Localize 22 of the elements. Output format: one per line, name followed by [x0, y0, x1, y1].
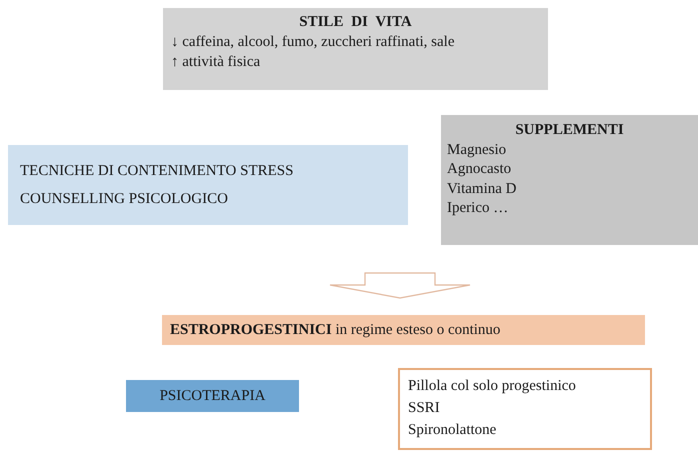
block-arrow	[329, 272, 471, 299]
box-text: Vitamina D	[447, 180, 518, 198]
box-text: TECNICHE DI CONTENIMENTO STRESS	[20, 162, 294, 181]
box-text: Iperico …	[447, 199, 510, 218]
box-heading: STILE DI VITA	[298, 13, 413, 32]
box-text: ESTROPROGESTINICI in regime esteso o continuo	[170, 321, 502, 340]
box-text: Magnesio	[447, 140, 508, 160]
box-heading: SUPPLEMENTI	[514, 121, 625, 140]
filled-box	[163, 8, 548, 90]
box-text: Spironolattone	[408, 421, 498, 440]
filled-box	[162, 315, 645, 345]
box-text: Pillola col solo progestinico	[408, 377, 577, 396]
box-text: SSRI	[408, 399, 441, 418]
box-text: PSICOTERAPIA	[160, 387, 266, 406]
filled-box	[126, 380, 299, 412]
outlined-box	[398, 368, 652, 450]
box-text: Agnocasto	[447, 160, 512, 179]
box-text: ↑ attività fisica	[171, 53, 262, 72]
filled-box	[441, 115, 698, 245]
box-text: ↓ caffeina, alcool, fumo, zuccheri raffinati, sale	[171, 33, 456, 52]
filled-box	[8, 145, 408, 225]
box-text: COUNSELLING PSICOLOGICO	[20, 190, 229, 209]
